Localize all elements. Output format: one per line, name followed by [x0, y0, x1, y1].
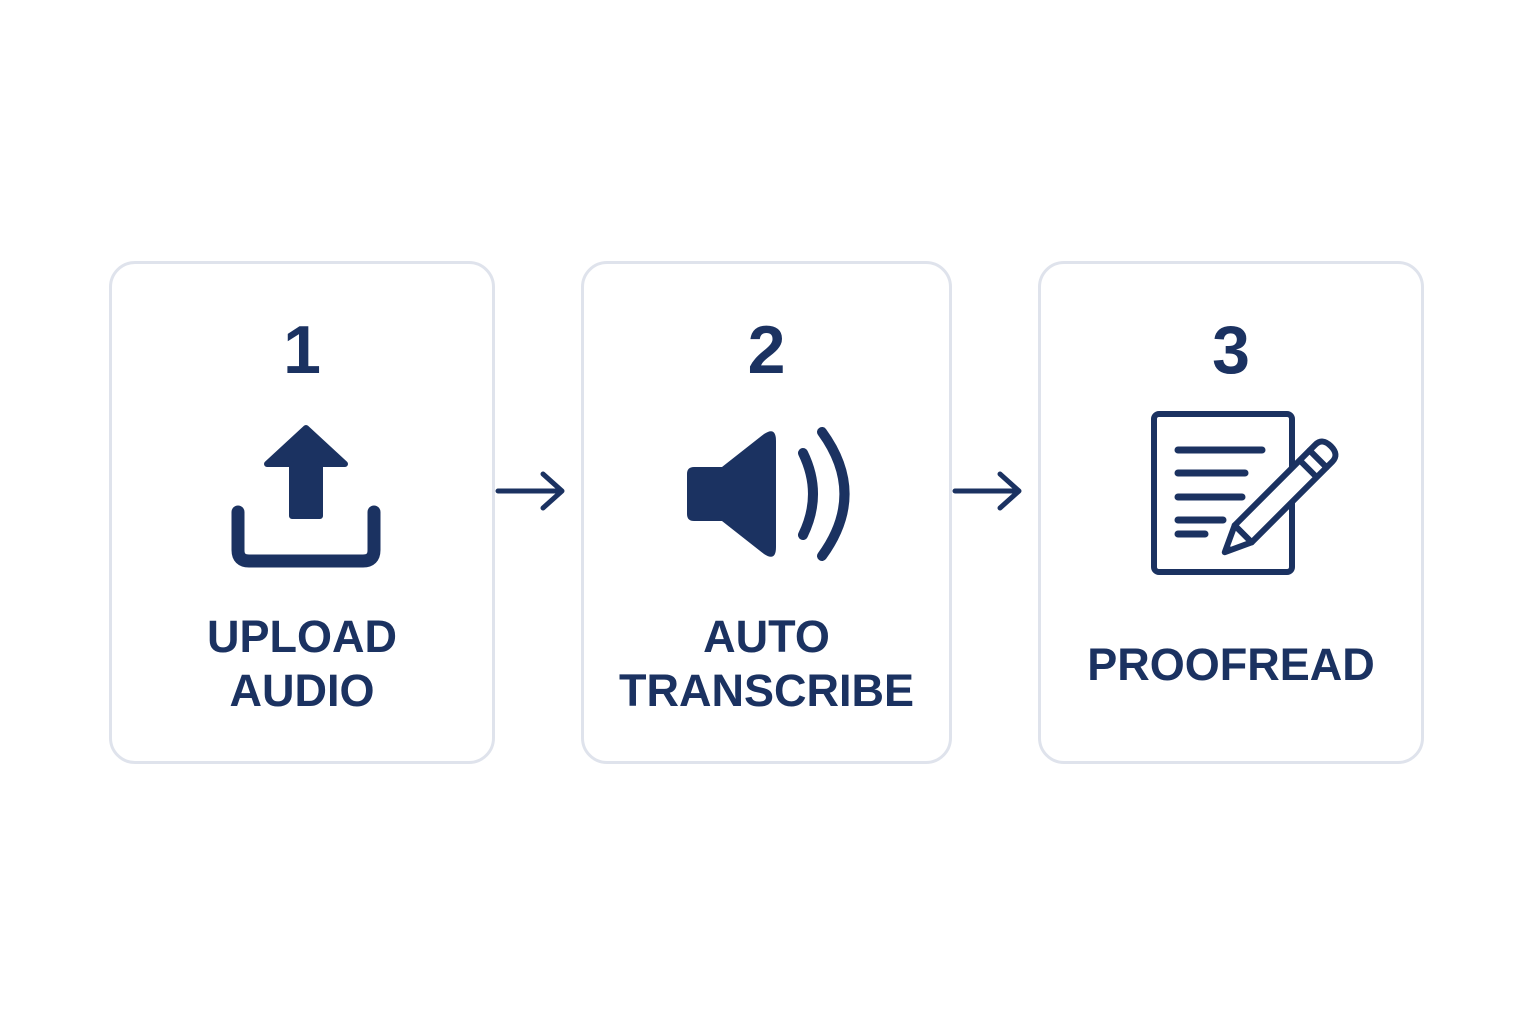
- step-card-upload-audio: 1 UPLOAD AUDIO: [109, 261, 495, 764]
- step-label-line: AUTO: [703, 611, 830, 662]
- document-pencil-icon: [1151, 411, 1339, 575]
- step-label-line: AUDIO: [229, 665, 375, 716]
- step-card-proofread: 3 PROOFREAD: [1038, 261, 1424, 764]
- speaker-icon: [687, 427, 850, 561]
- step-number: 1: [283, 312, 321, 388]
- step-label-line: PROOFREAD: [1087, 639, 1375, 690]
- step-label: PROOFREAD: [1041, 638, 1421, 692]
- upload-icon: [231, 425, 381, 568]
- step-label: UPLOAD AUDIO: [112, 610, 492, 718]
- arrow-right-icon: [495, 471, 565, 511]
- step-number: 2: [747, 312, 786, 388]
- step-card-auto-transcribe: 2 AUTO TRANSCRIBE: [581, 261, 952, 764]
- step-label: AUTO TRANSCRIBE: [584, 610, 949, 718]
- step-label-line: UPLOAD: [207, 611, 397, 662]
- step-number: 3: [1212, 312, 1250, 388]
- step-label-line: TRANSCRIBE: [618, 665, 914, 716]
- arrow-right-icon: [952, 471, 1022, 511]
